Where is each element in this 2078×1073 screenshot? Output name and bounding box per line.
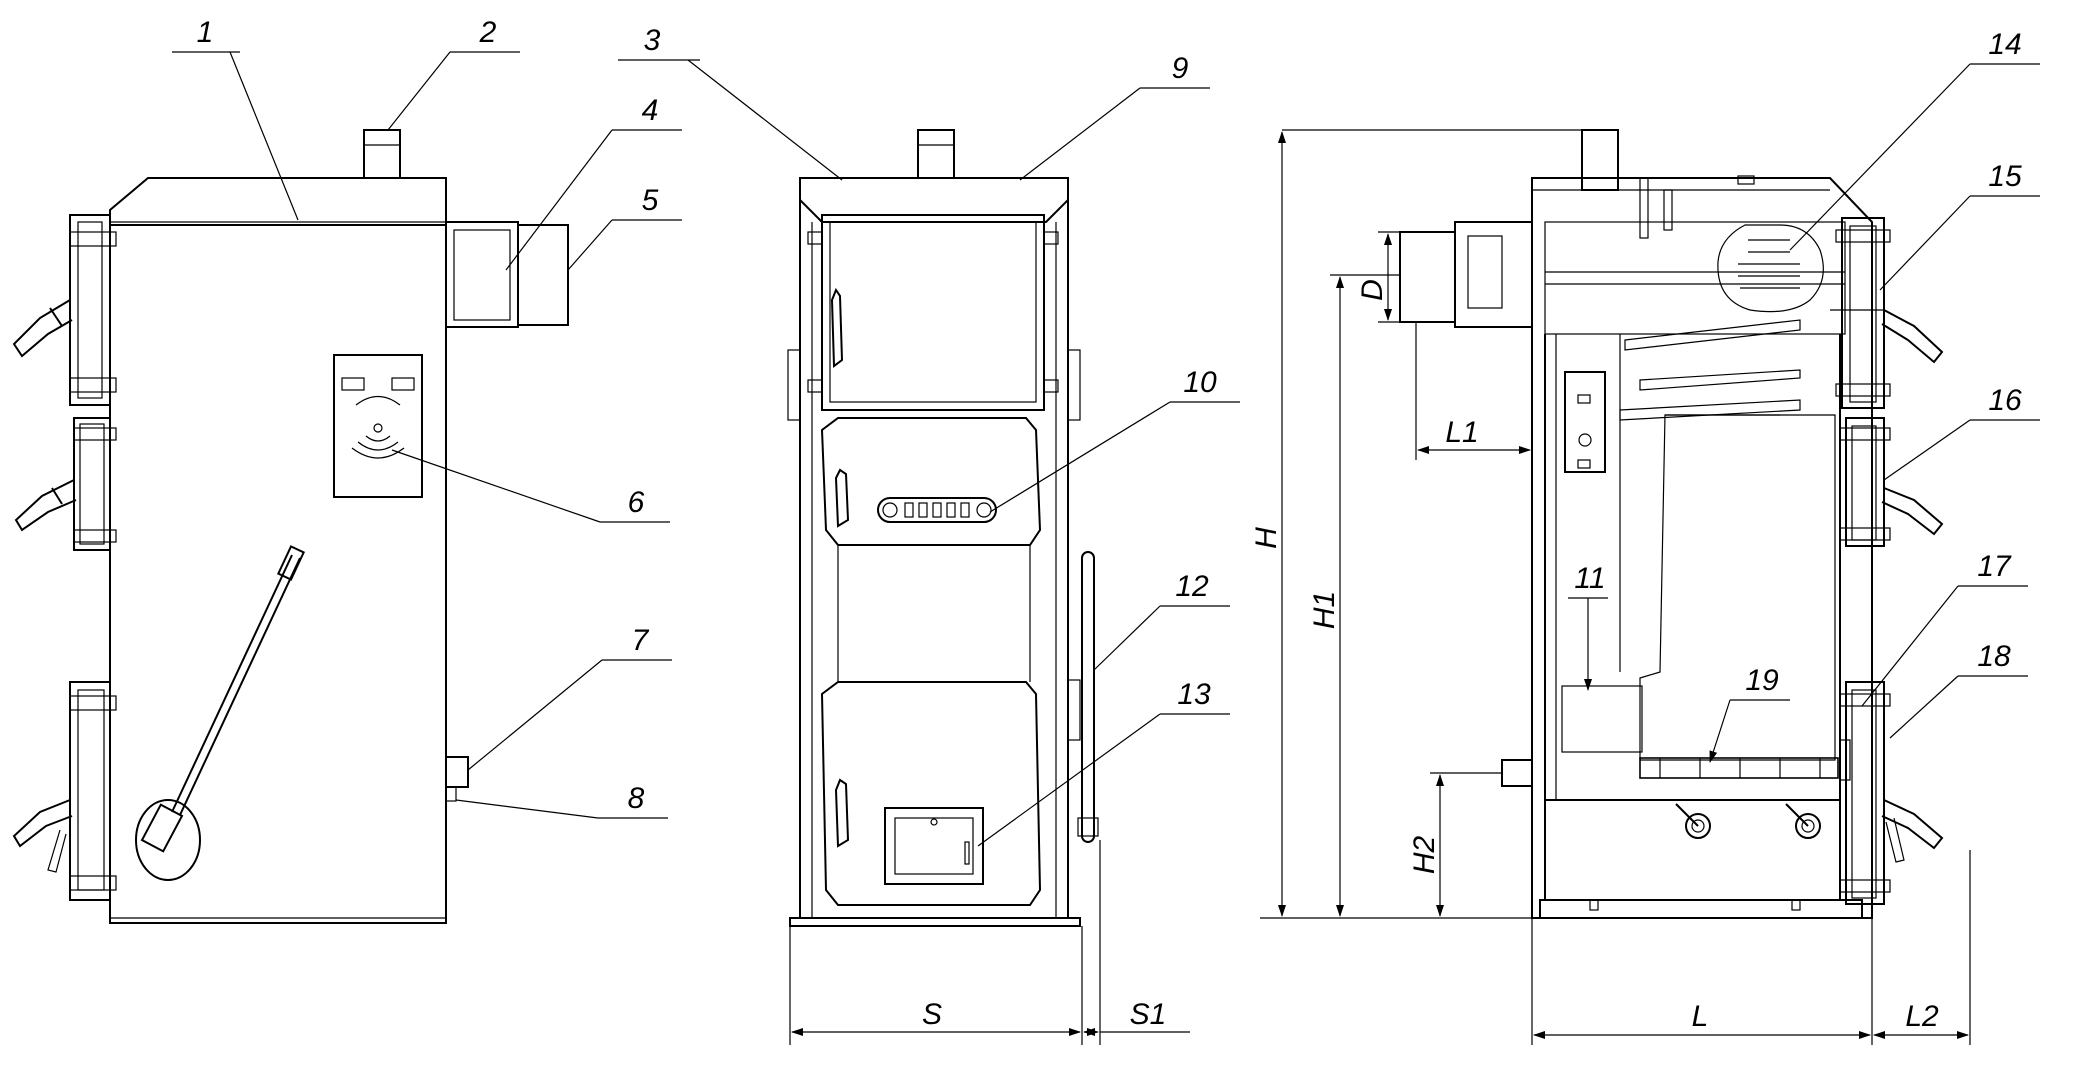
flue-pipe bbox=[363, 129, 401, 179]
boiler-body-side bbox=[109, 224, 447, 924]
door-handle-icon bbox=[834, 778, 850, 848]
dimensions: H H1 H2 D L1 L L2 S S1 bbox=[789, 129, 1971, 1045]
flue-outlet-section bbox=[1454, 221, 1533, 328]
callout-17: 17 bbox=[1977, 550, 2012, 583]
callout-5: 5 bbox=[642, 184, 659, 217]
dim-label-l2: L2 bbox=[1905, 1000, 1939, 1033]
control-panel bbox=[333, 354, 423, 498]
section-view bbox=[1399, 129, 1944, 919]
grate-shaker-right bbox=[1795, 813, 1821, 839]
callout-16: 16 bbox=[1988, 384, 2022, 417]
callout-15: 15 bbox=[1988, 160, 2022, 193]
callout-14: 14 bbox=[1988, 28, 2021, 61]
callout-8: 8 bbox=[628, 782, 645, 815]
dim-label-h1: H1 bbox=[1308, 591, 1341, 629]
door-handle-icon bbox=[12, 299, 73, 358]
callout-7: 7 bbox=[632, 624, 650, 657]
middle-door-section bbox=[1839, 417, 1944, 547]
dim-label-h2: H2 bbox=[1408, 836, 1441, 875]
upper-door-front bbox=[821, 214, 1045, 411]
middle-door-side bbox=[14, 417, 117, 551]
base-plinth bbox=[789, 917, 1081, 927]
dim-label-s: S bbox=[922, 998, 942, 1031]
upper-door-section bbox=[1830, 217, 1944, 409]
top-cover bbox=[109, 177, 447, 225]
lever-plate bbox=[135, 799, 201, 881]
callout-6: 6 bbox=[628, 486, 645, 519]
secondary-air-box bbox=[1561, 685, 1643, 753]
door-handle-icon bbox=[834, 468, 850, 528]
callout-labels: 1 2 3 4 5 6 7 8 9 10 11 12 13 14 15 16 1… bbox=[197, 16, 2022, 815]
dim-label-h: H bbox=[1250, 527, 1283, 549]
upper-door-side bbox=[12, 214, 117, 406]
callout-4: 4 bbox=[642, 94, 659, 127]
flue-pipe-front bbox=[917, 129, 955, 179]
dim-label-s1: S1 bbox=[1130, 998, 1167, 1031]
door-handle-icon bbox=[830, 287, 844, 368]
callout-11: 11 bbox=[1574, 562, 1605, 595]
heat-exchanger-cutout bbox=[1717, 224, 1824, 313]
lower-door-side bbox=[12, 681, 117, 901]
boiler-body-section bbox=[1531, 177, 1873, 919]
callout-13: 13 bbox=[1177, 678, 1211, 711]
side-view bbox=[12, 129, 569, 924]
flue-outlet-side bbox=[445, 221, 519, 328]
return-pipe-section bbox=[1501, 759, 1533, 787]
callout-2: 2 bbox=[479, 16, 497, 49]
lower-door-section bbox=[1839, 681, 1944, 905]
grate bbox=[1639, 757, 1839, 779]
dim-label-d: D bbox=[1356, 279, 1389, 301]
callout-12: 12 bbox=[1175, 570, 1209, 603]
callout-1: 1 bbox=[197, 16, 214, 49]
door-handle-icon bbox=[12, 799, 73, 848]
return-pipe-side bbox=[445, 756, 469, 788]
poker-rod bbox=[1081, 551, 1095, 843]
middle-door-front bbox=[820, 417, 1042, 546]
dim-label-l: L bbox=[1692, 1000, 1709, 1033]
callout-3: 3 bbox=[644, 24, 661, 57]
fuel-magazine bbox=[1639, 414, 1836, 761]
air-regulator bbox=[877, 497, 997, 523]
control-box-section bbox=[1564, 371, 1606, 473]
lever-rod bbox=[171, 554, 293, 813]
ash-door bbox=[884, 807, 984, 885]
door-handle-icon bbox=[1881, 309, 1944, 364]
callout-19: 19 bbox=[1745, 664, 1779, 697]
dim-label-l1: L1 bbox=[1445, 416, 1478, 449]
callout-18: 18 bbox=[1977, 640, 2011, 673]
callout-leaders bbox=[172, 51, 2040, 847]
door-handle-icon bbox=[1881, 799, 1944, 850]
door-handle-icon bbox=[1881, 487, 1944, 536]
callout-9: 9 bbox=[1172, 52, 1189, 85]
callout-10: 10 bbox=[1183, 366, 1217, 399]
door-handle-icon bbox=[14, 479, 77, 532]
grate-shaker-left bbox=[1685, 813, 1711, 839]
lower-door-front bbox=[820, 681, 1042, 906]
base-section bbox=[1539, 899, 1863, 919]
flue-pipe-section bbox=[1581, 129, 1619, 191]
front-view bbox=[787, 129, 1099, 927]
